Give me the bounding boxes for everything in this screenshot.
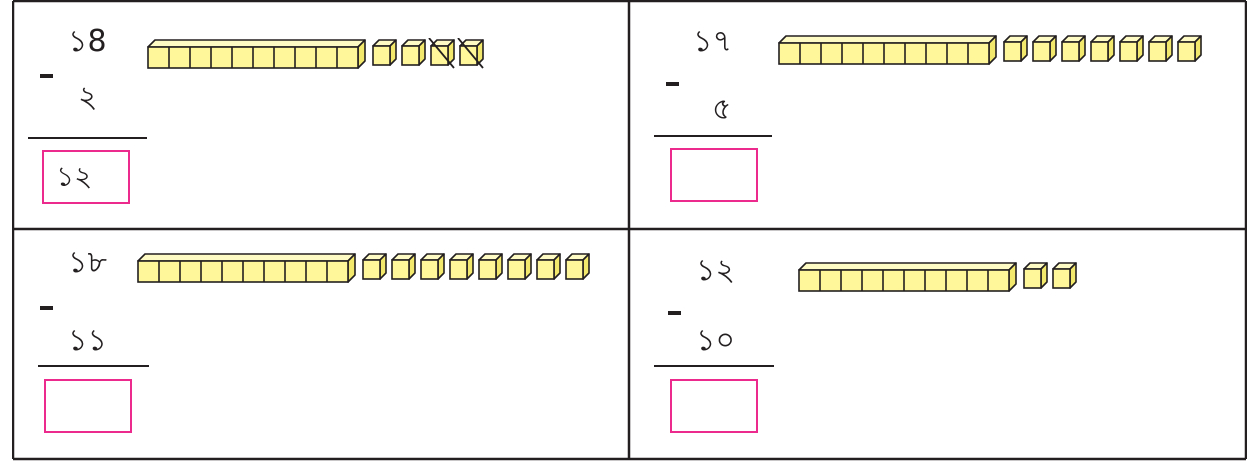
ones-cube	[479, 254, 502, 279]
tens-rod	[799, 263, 1016, 291]
ones-cube	[566, 254, 589, 279]
blocks-drawing	[798, 261, 1093, 293]
problem-3: ১৮ ১১	[12, 231, 612, 451]
tens-rod	[779, 36, 996, 64]
ones-cube	[1033, 36, 1056, 61]
tens-rod	[148, 40, 365, 68]
base-ten-blocks	[778, 34, 1238, 66]
tens-rod	[138, 254, 355, 282]
ones-cube	[363, 254, 386, 279]
problem-4: ১২ ১০	[630, 231, 1230, 451]
base-ten-blocks	[147, 38, 508, 70]
ones-cube	[450, 254, 473, 279]
ones-cube	[508, 254, 531, 279]
answer-box[interactable]	[44, 379, 132, 433]
subtrahend: ৫	[712, 94, 731, 126]
minus-sign	[666, 82, 679, 86]
answer-rule	[38, 365, 149, 367]
blocks-drawing	[137, 252, 630, 284]
ones-cube	[392, 254, 415, 279]
ones-cube	[373, 40, 396, 65]
minus-sign	[668, 311, 681, 315]
answer-box[interactable]	[670, 148, 758, 202]
ones-cube	[402, 40, 425, 65]
answer-rule	[654, 365, 774, 367]
ones-cube	[1120, 36, 1143, 61]
answer-box[interactable]: ১২	[42, 150, 130, 204]
ones-cube	[537, 254, 560, 279]
ones-cube	[1053, 263, 1076, 288]
base-ten-blocks	[798, 261, 1093, 293]
minus-sign	[40, 306, 53, 310]
minuend: ১8	[68, 26, 107, 58]
blocks-drawing	[778, 34, 1238, 66]
ones-cube	[1178, 36, 1201, 61]
subtrahend: ১১	[68, 325, 107, 357]
base-ten-blocks	[137, 252, 630, 284]
problem-1: ১8 ২ ১২	[12, 2, 612, 222]
blocks-drawing	[147, 38, 508, 70]
subtrahend: ১০	[696, 325, 735, 357]
answer-rule	[654, 135, 772, 137]
ones-cube	[421, 254, 444, 279]
ones-cube	[1091, 36, 1114, 61]
answer-rule	[28, 137, 147, 139]
minus-sign	[40, 74, 53, 78]
ones-cube	[1024, 263, 1047, 288]
problem-2: ১৭ ৫	[630, 2, 1230, 222]
minuend: ১৮	[68, 247, 107, 279]
minuend: ১৭	[693, 26, 732, 58]
answer-box[interactable]	[670, 379, 758, 433]
ones-cube	[1004, 36, 1027, 61]
ones-cube	[1149, 36, 1172, 61]
minuend: ১২	[696, 255, 735, 287]
ones-cube	[1062, 36, 1085, 61]
subtrahend: ২	[78, 82, 98, 114]
